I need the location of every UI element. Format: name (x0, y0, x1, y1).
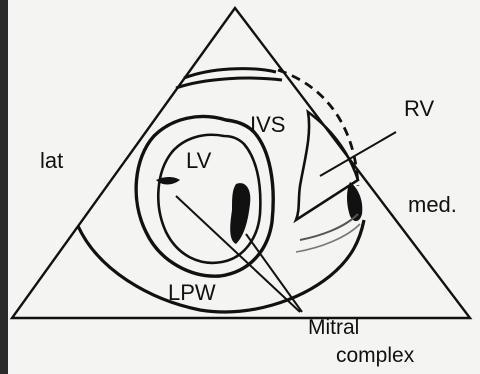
label-med: med. (408, 192, 457, 217)
label-ivs: IVS (250, 112, 285, 137)
right-ventricle-dashed-outline (278, 70, 358, 186)
label-mitral: Mitral (308, 316, 359, 339)
label-complex: complex (336, 344, 415, 367)
label-lat: lat (40, 148, 63, 173)
ultrasound-sector (12, 8, 470, 318)
label-rv: RV (404, 96, 434, 121)
septal-echo-spot (347, 182, 362, 221)
label-lpw: LPW (168, 280, 216, 305)
mitral-pointer-line-2 (246, 234, 302, 312)
scan-frame-edge (0, 0, 8, 374)
posterior-wall-shading (300, 214, 358, 240)
apical-wall-inner (176, 78, 282, 88)
left-ventricle-outer-wall (136, 117, 273, 277)
apical-wall-outer (184, 69, 276, 78)
label-lv: LV (186, 148, 212, 173)
